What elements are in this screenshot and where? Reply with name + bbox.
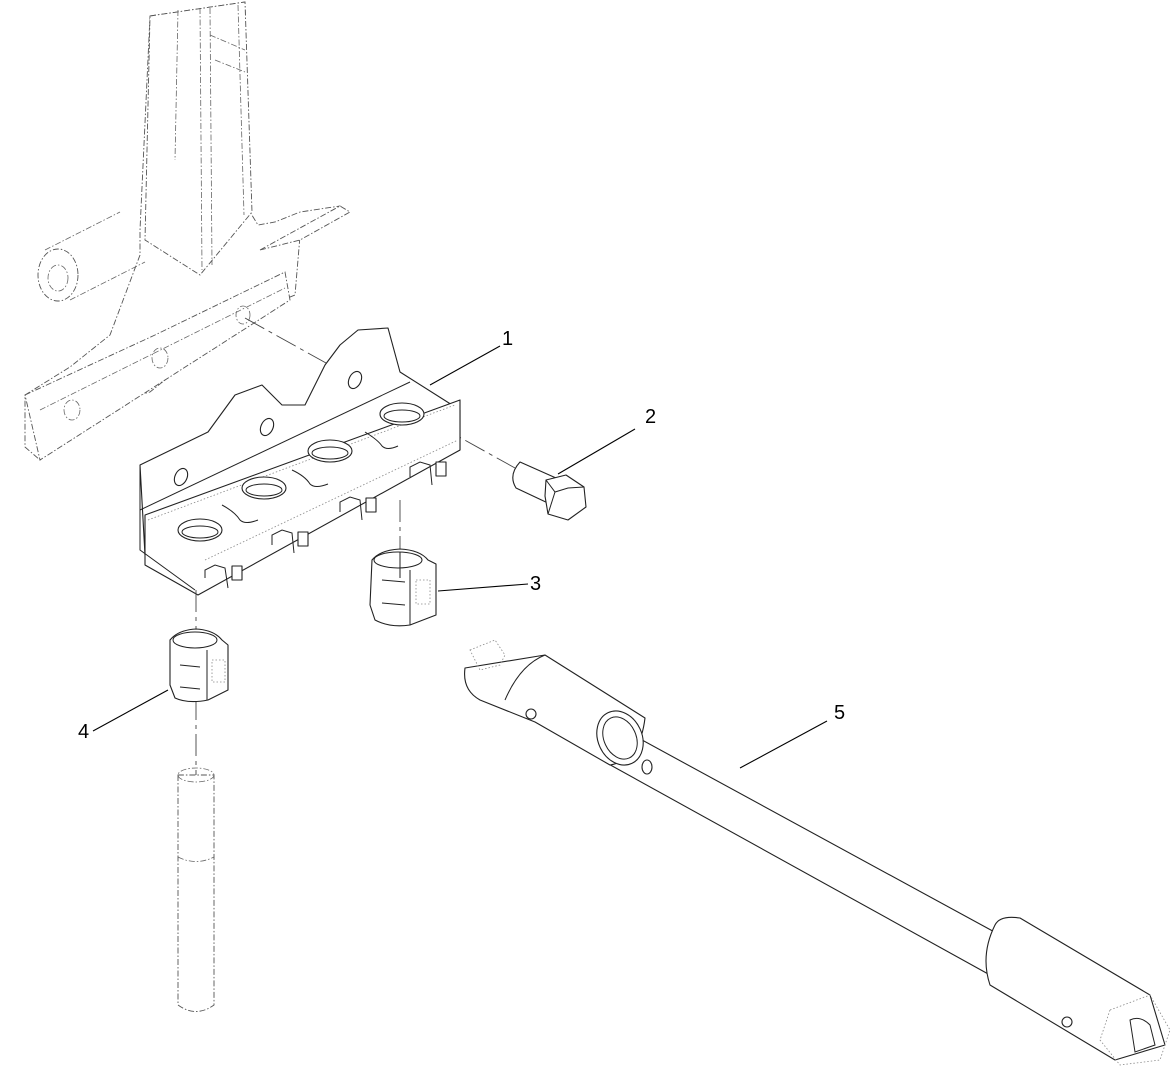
- pin-phantom: [177, 767, 215, 1012]
- hex-bolt-part-2: [512, 461, 587, 521]
- leader-line-5: [739, 720, 828, 769]
- callout-label-1: 1: [502, 328, 514, 350]
- callout-label-5: 5: [834, 702, 846, 724]
- leader-line-1: [429, 345, 501, 386]
- callout-label-4: 4: [78, 721, 90, 743]
- leader-line-2: [557, 428, 636, 475]
- leader-line-4: [92, 689, 169, 732]
- bushing-part-3: [369, 548, 437, 627]
- bracket-part-1: [139, 327, 461, 596]
- leader-line-3: [437, 583, 529, 592]
- frame-mount-phantom: [24, 1, 351, 461]
- bushing-part-4: [169, 628, 229, 703]
- callout-label-2: 2: [645, 406, 657, 428]
- callout-label-3: 3: [530, 573, 542, 595]
- shaft-assembly-part-5: [464, 639, 1171, 1066]
